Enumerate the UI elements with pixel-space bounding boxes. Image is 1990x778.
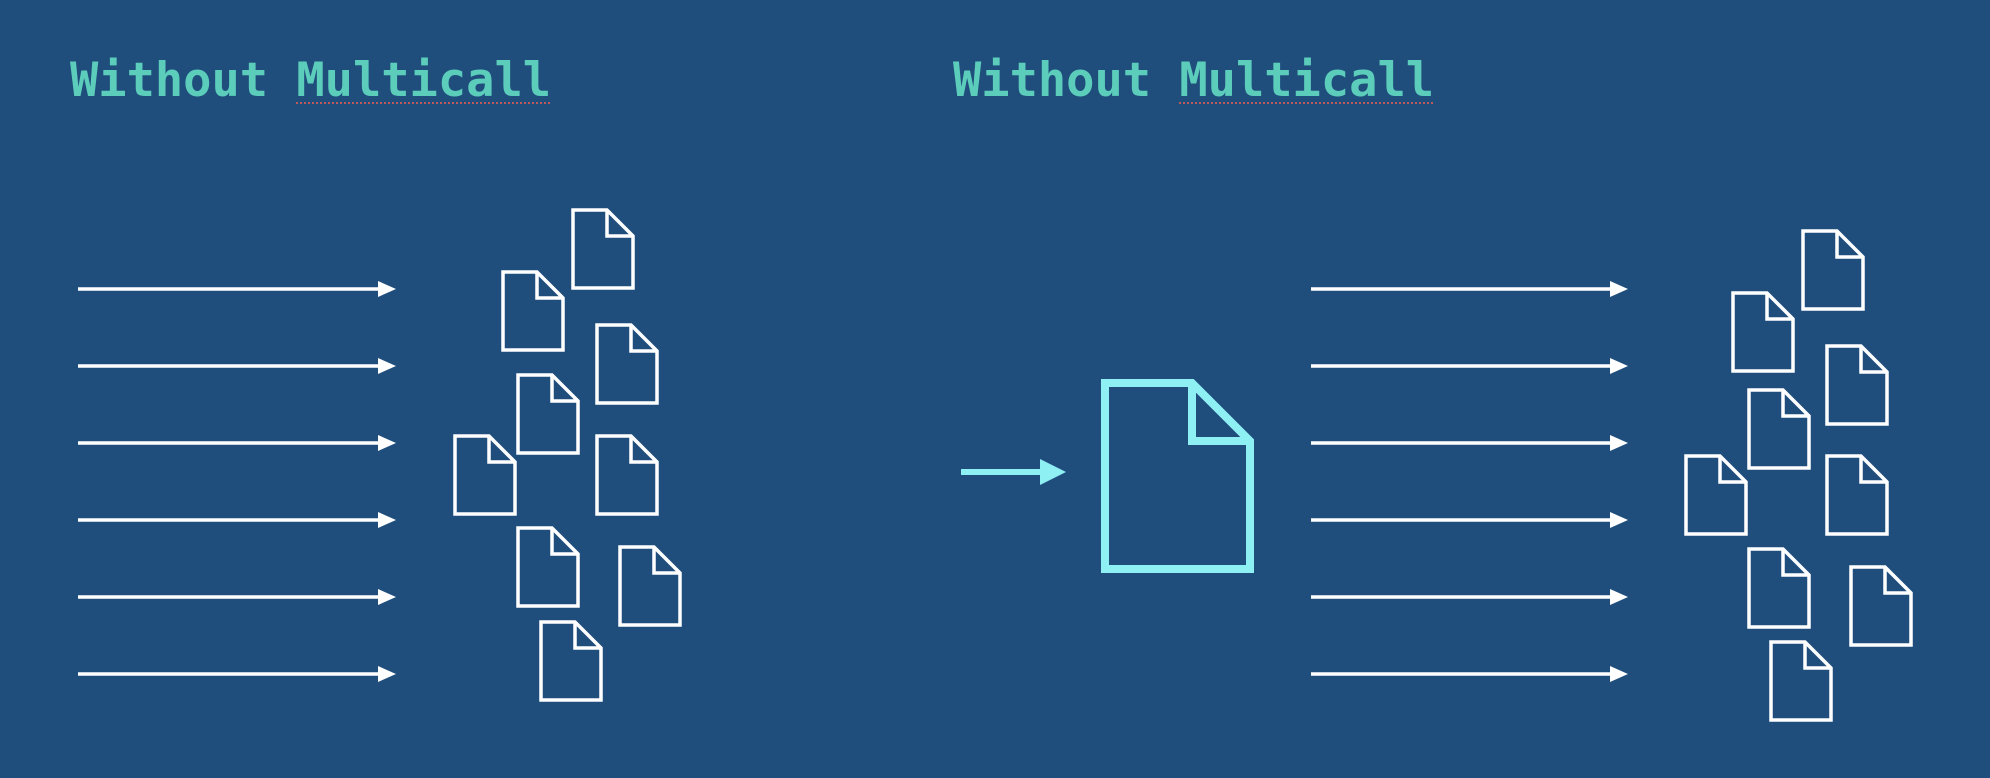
arrow-right-icon bbox=[1311, 435, 1628, 451]
document-icon bbox=[453, 434, 517, 516]
document-icon bbox=[1825, 454, 1889, 536]
arrow-head bbox=[378, 435, 396, 451]
document-icon bbox=[595, 434, 659, 516]
right-document-cluster bbox=[1684, 229, 1913, 722]
arrow-head bbox=[1610, 512, 1628, 528]
arrow-right-icon bbox=[78, 435, 396, 451]
arrow-head bbox=[378, 512, 396, 528]
document-icon bbox=[1801, 229, 1865, 311]
arrow-head bbox=[378, 281, 396, 297]
document-icon bbox=[1849, 565, 1913, 647]
title-right-word1: Without bbox=[953, 53, 1152, 108]
document-icon bbox=[539, 620, 603, 702]
document-icon bbox=[595, 323, 659, 405]
title-right-word2: Multicall bbox=[1179, 53, 1435, 108]
right-batch-input bbox=[961, 379, 1254, 573]
arrow-head bbox=[1610, 589, 1628, 605]
arrow-right-icon bbox=[78, 666, 396, 682]
document-icon bbox=[1684, 454, 1748, 536]
left-request-arrows bbox=[78, 281, 396, 682]
arrow-head bbox=[1610, 358, 1628, 374]
arrow-right-icon bbox=[78, 358, 396, 374]
title-left-word2: Multicall bbox=[296, 53, 552, 108]
document-icon bbox=[618, 545, 682, 627]
document-icon bbox=[1747, 547, 1811, 629]
document-icon bbox=[501, 270, 565, 352]
batch-document-icon bbox=[1101, 379, 1254, 573]
document-icon bbox=[1747, 388, 1811, 470]
right-request-arrows bbox=[1311, 281, 1628, 682]
arrow-right-icon bbox=[78, 281, 396, 297]
title-left: Without Multicall bbox=[70, 52, 551, 110]
arrow-right-icon bbox=[1311, 281, 1628, 297]
document-icon bbox=[516, 526, 580, 608]
arrow-right-icon bbox=[1311, 358, 1628, 374]
arrow-right-icon bbox=[1311, 589, 1628, 605]
title-right: Without Multicall bbox=[953, 52, 1434, 110]
arrow-head bbox=[1610, 281, 1628, 297]
arrow-right-icon bbox=[78, 512, 396, 528]
arrow-right-icon bbox=[1311, 512, 1628, 528]
arrow-right-icon bbox=[78, 589, 396, 605]
document-icon bbox=[1769, 640, 1833, 722]
arrow-head bbox=[1040, 459, 1066, 485]
arrow-head bbox=[378, 666, 396, 682]
document-icon bbox=[1825, 344, 1889, 426]
arrow-head bbox=[1610, 435, 1628, 451]
arrow-head bbox=[378, 589, 396, 605]
document-icon bbox=[516, 373, 580, 455]
arrow-right-icon bbox=[1311, 666, 1628, 682]
arrow-head bbox=[1610, 666, 1628, 682]
batch-arrow-right-icon bbox=[961, 459, 1066, 485]
left-document-cluster bbox=[453, 208, 682, 702]
document-icon bbox=[1731, 291, 1795, 373]
document-icon bbox=[571, 208, 635, 290]
arrow-head bbox=[378, 358, 396, 374]
title-left-word1: Without bbox=[70, 53, 269, 108]
